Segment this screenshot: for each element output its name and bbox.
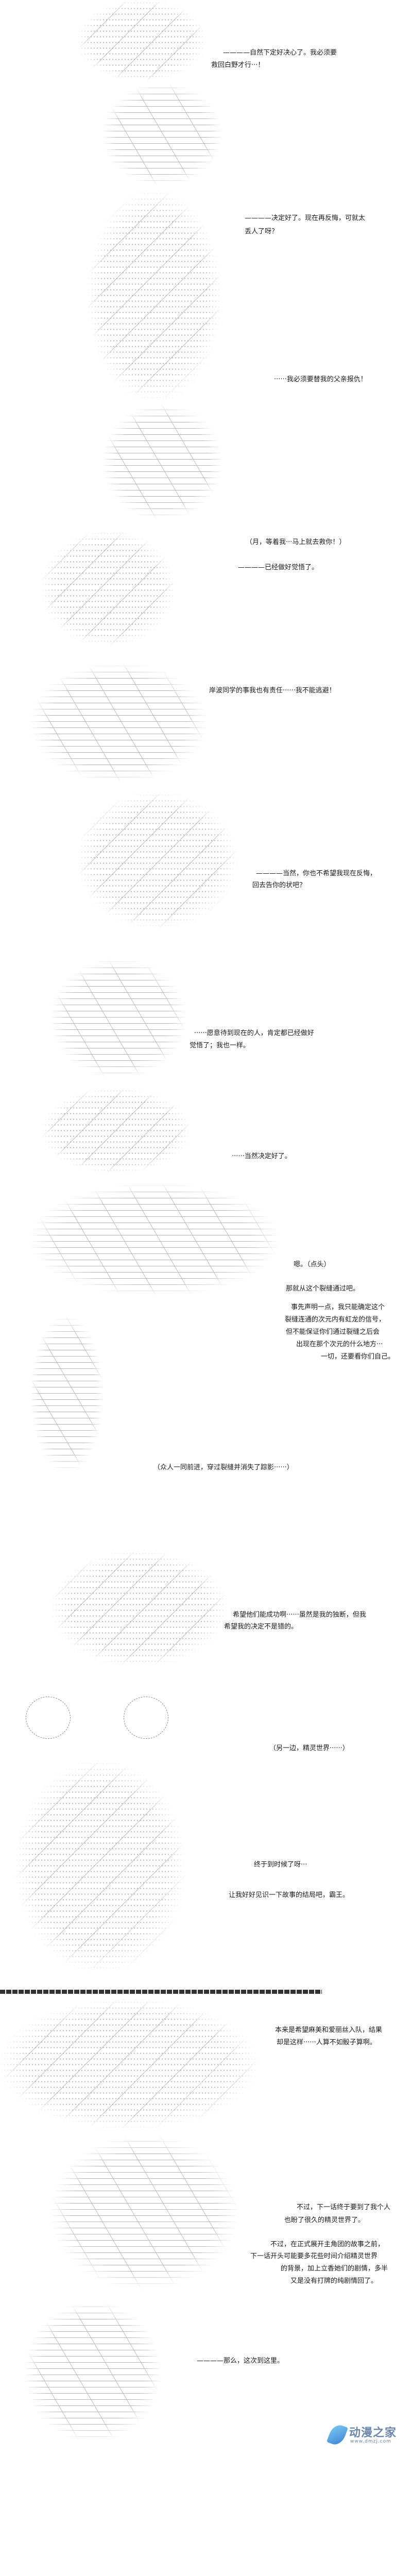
ascii-art-figure [15,1761,185,1972]
dialogue-line: 终于到时候了呀··· [254,1861,307,1869]
dialogue-line: （月，等着我···马上就去救你！） [246,538,346,546]
ascii-art-figure [41,1088,191,1173]
dialogue-line: 希望他们能成功啊······虽然是我的独断，但我 [233,1611,366,1619]
author-note-line: 却是这样······人算不如骰子算啊。 [277,2039,376,2046]
dialogue-line: 事先声明一点，我只能确定这个 [291,1303,385,1311]
dialogue-line: 出现在那个次元的什么地方··· [296,1341,383,1348]
dialogue-line: 嗯。（点头） [294,1261,331,1268]
ascii-art-circle [124,1697,168,1739]
ascii-art-figure [103,404,221,520]
dmzj-logo-icon [327,2422,348,2447]
dialogue-line: 一切，还要看你们自己。 [321,1353,395,1361]
ascii-art-figure [41,531,175,646]
dialogue-line: 岸波同学的事我也有责任······我不能逃避！ [209,687,336,694]
ascii-art-figure [88,191,221,401]
ascii-art-figure [52,2136,237,2289]
dialogue-line: 回去告你的状吧？ [252,882,306,889]
ascii-art-figure [77,792,237,928]
watermark: 动漫之家 www.dmzj.com [327,2421,407,2450]
dialogue-line: 救回白野才行···！ [211,61,265,69]
author-note-line: 又是没有打牌的纯剧情回了。 [290,2277,378,2285]
dialogue-line: ······我必须要替我的父亲报仇！ [274,376,367,383]
ascii-art-figure [0,1999,258,2129]
dialogue-line: ————已经做好觉悟了。 [238,564,319,571]
author-note-line: 不过，在正式展开主角团的故事之前， [270,2241,385,2248]
author-note-line: 也盼了很久的精灵世界了。 [284,2216,365,2224]
author-note-line: 不过，下一话终于要到了我个人 [297,2204,391,2211]
dialogue-line: ······当然决定好了。 [232,1153,291,1160]
ascii-art-figure [77,0,206,81]
dialogue-line: ————决定好了。现在再反悔，可就太 [245,214,366,222]
dialogue-line: ————当然，你也不希望我现在反悔， [256,870,377,877]
author-note-line: 下一话开头可能要多花些时间介绍精灵世界 [250,2252,378,2260]
ascii-art-figure [31,663,206,782]
dialogue-line: 希望我的决定不是错的。 [224,1623,298,1631]
ascii-art-figure [31,1183,278,1296]
watermark-name: 动漫之家 [349,2427,397,2439]
narration-line: （另一边，精灵世界······） [269,1744,349,1752]
dialogue-line: 让我好好见识一下故事的结局吧，霸王。 [229,1891,350,1899]
narration-line: （众人一同前进，穿过裂缝并消失了踪影······） [153,1464,294,1471]
ascii-art-figure [26,2302,160,2442]
author-note-line: 的背景，加上立香她们的剧情，多半 [281,2265,388,2273]
ascii-art-figure [103,83,221,185]
dialogue-line: 觉悟了；我也一样。 [190,1042,250,1049]
ascii-art-figure [52,1551,227,1666]
ascii-art-figure [31,1316,103,1472]
dialogue-line: ······愿意待到现在的人，肯定都已经做好 [194,1029,314,1037]
dialogue-line: 丢人了呀？ [245,228,279,235]
dialogue-line: 但不能保证你们通过裂缝之后会 [286,1328,380,1336]
watermark-url: www.dmzj.com [350,2439,391,2444]
author-note-line: ————那么，这次到这里。 [197,2357,284,2365]
dialogue-line: ————自然下定好决心了。我必须要 [223,49,337,57]
author-note-line: 本来是希望麻美和爱丽丝入队，结果 [275,2026,383,2034]
ascii-art-figure [52,959,185,1078]
ascii-art-circle [26,1697,71,1739]
dialogue-line: 裂缝连通的次元内有虹龙的信号， [285,1316,386,1324]
dialogue-line: 那就从这个裂缝通过吧。 [286,1285,360,1293]
section-separator [0,1990,322,1994]
